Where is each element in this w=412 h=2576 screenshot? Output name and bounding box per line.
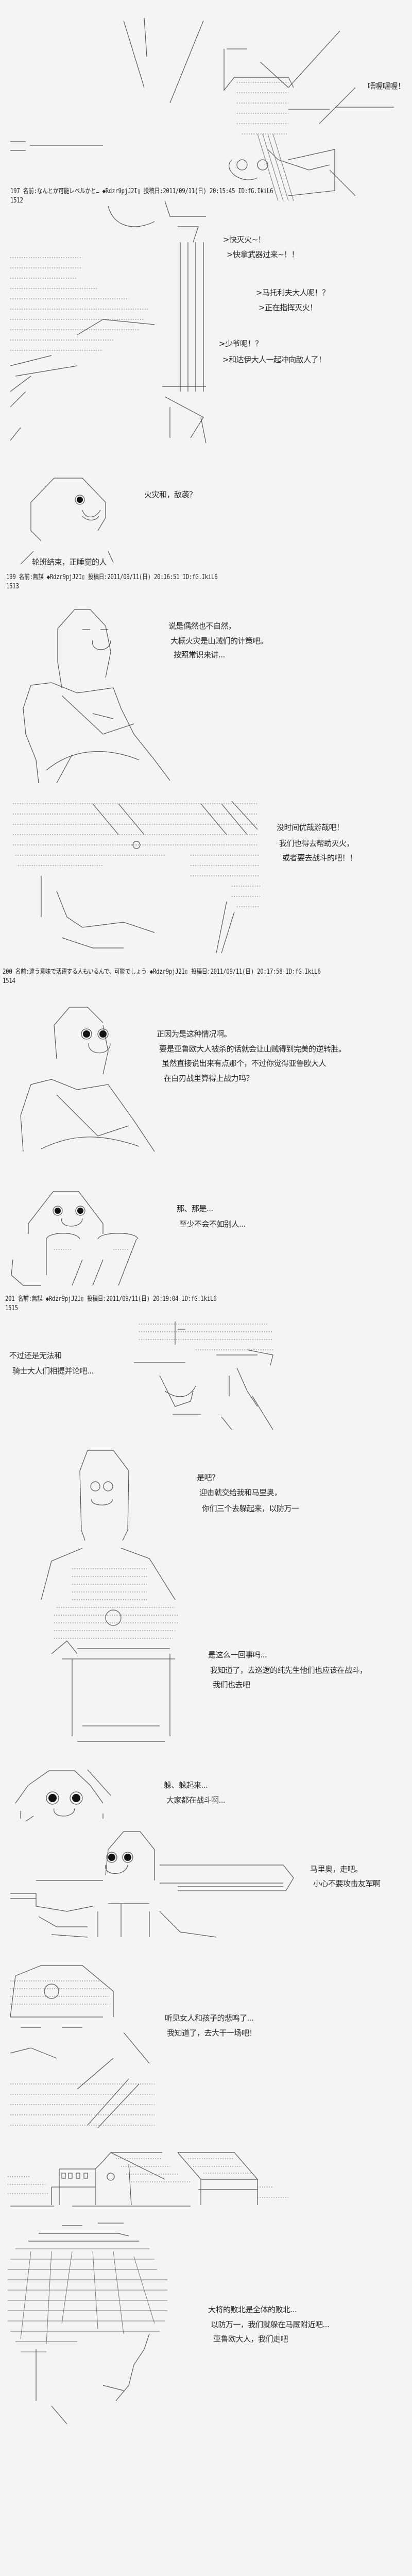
post-header-199: 199 名前:無謀 ◆Rdzr9pjJ2I▯ 投稿日:2011/09/11(日)… <box>6 573 218 581</box>
dialogue-hide-1: 躲、躲起来... <box>164 1781 208 1790</box>
dialogue-because-4: 在白刃战里算得上战力吗？ <box>164 1074 254 1083</box>
shout-line-1: >快灭火~！ <box>223 235 266 244</box>
stable-building-ascii-art <box>8 2152 288 2207</box>
burning-castle-ascii-art <box>10 226 207 444</box>
dialogue-fire-attack: 火灾和，敌袭？ <box>144 490 197 499</box>
post-number-1514: 1514 <box>3 977 15 985</box>
post-header-197: 197 名前:なんとか可能レベルかと… ◆Rdzr9pjJ2I▯ 投稿日:201… <box>10 188 273 195</box>
dialogue-roar: 唔喔喔喔！ <box>368 81 405 91</box>
dialogue-right-1: 是吧？ <box>197 1473 219 1482</box>
dialogue-because-1: 正因为是这种情况啊。 <box>157 1029 232 1039</box>
yaruo-startled-ascii-art <box>20 478 114 565</box>
dialogue-understood-1: 是这么一回事吗... <box>208 1650 267 1659</box>
dialogue-not-natural-2: 大概火灾是山贼们的计策吧。 <box>170 636 268 646</box>
dialogue-defeat-3: 亚鲁欧大人，我们走吧 <box>213 2334 288 2344</box>
dialogue-right-2: 迎击就交给我和马里奥， <box>199 1488 282 1497</box>
dialogue-understood-3: 我们也去吧 <box>213 1680 250 1689</box>
caption-sleeping: 轮班结束，正睡觉的人 <box>32 557 107 567</box>
dialogue-screams-1: 听见女人和孩子的悲鸣了... <box>165 2013 254 2023</box>
dialogue-not-natural-3: 按照常识来讲... <box>174 650 225 659</box>
dialogue-no-time-1: 没时间优哉游哉吧！ <box>277 823 344 832</box>
dialogue-defeat-1: 大将的败北是全体的败北... <box>208 2305 297 2314</box>
yaruo-sword-ascii-art <box>10 1831 294 1938</box>
dialogue-because-2: 要是亚鲁欧大人被杀的话就会让山贼得到完美的逆转胜。 <box>159 1044 346 1054</box>
dialogue-not-natural-1: 说是偶然也不自然， <box>168 621 236 631</box>
dialogue-no-time-3: 或者要去战斗的吧！！ <box>282 853 357 862</box>
dialogue-because-3: 虽然直接说出来有点那个，不过你觉得亚鲁欧大人 <box>162 1059 327 1068</box>
dialogue-defeat-2: 以防万一，我们就躲在马厩附近吧... <box>211 2320 330 2329</box>
yaruo-arms-crossed-ascii-art <box>23 609 170 784</box>
explosion-ascii-art <box>10 18 394 227</box>
yaruo-striped-shirt-ascii-art <box>41 1450 176 1600</box>
yaruo-wide-eyes-ascii-art <box>20 1007 155 1152</box>
fire-scene-ascii-art <box>13 801 260 954</box>
dialogue-knights-1: 不过还是无法和 <box>9 1351 62 1360</box>
post-number-1512: 1512 <box>10 197 23 205</box>
dialogue-screams-2: 我知道了，去大干一场吧！ <box>167 2028 257 2038</box>
dialogue-right-3: 你们三个去躲起来，以防万一 <box>202 1504 299 1513</box>
shout-line-5: >少爷呢！？ <box>219 339 263 348</box>
shout-line-6: >和达伊大人一起冲向敌人了！ <box>222 355 326 364</box>
dialogue-hide-2: 大家都在战斗啊... <box>166 1795 226 1805</box>
yaruo-scared-ascii-art <box>15 1769 111 1822</box>
post-number-1515: 1515 <box>5 1304 18 1312</box>
dialogue-no-time-2: 我们也得去帮助灭火， <box>279 839 354 848</box>
dialogue-that-is-2: 至少不会不如别人... <box>179 1219 246 1229</box>
dialogue-mario-1: 马里奥，走吧。 <box>310 1865 363 1874</box>
shout-line-2: >快拿武器过来~！！ <box>227 250 299 259</box>
knight-ascii-art <box>51 1607 178 1742</box>
shout-line-4: >正在指挥灭火！ <box>259 303 317 312</box>
post-header-201: 201 名前:無謀 ◆Rdzr9pjJ2I▯ 投稿日:2011/09/11(日)… <box>5 1295 217 1303</box>
yaruo-hands-ascii-art <box>11 1191 139 1286</box>
long-haired-man-ascii-art <box>8 2223 167 2425</box>
dialogue-mario-2: 小心不要攻击友军啊 <box>313 1879 381 1888</box>
post-header-200: 200 名前:違う意味で活躍する人もいるんで、可能でしょう ◆Rdzr9pjJ2… <box>3 968 321 976</box>
dialogue-understood-2: 我知道了，去巡逻的纯先生他们也应该在战斗， <box>210 1666 367 1675</box>
post-number-1513: 1513 <box>6 583 19 590</box>
hooded-man-ascii-art <box>10 1965 154 2128</box>
dialogue-knights-2: 骑士大人们相提并论吧... <box>12 1366 94 1376</box>
dialogue-that-is-1: 那、那是... <box>177 1204 213 1213</box>
shout-line-3: >马托利夫大人呢！？ <box>256 288 330 297</box>
helmeted-man-ascii-art <box>134 1321 273 1430</box>
